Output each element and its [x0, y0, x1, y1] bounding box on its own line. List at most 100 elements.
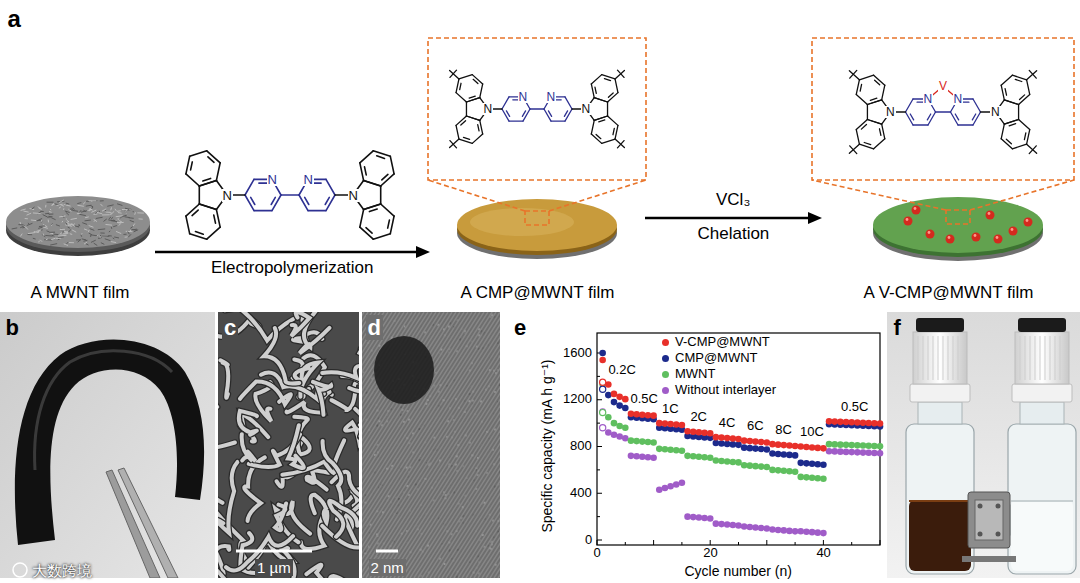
chemical-bond — [1004, 119, 1018, 124]
nanotube-strand — [110, 213, 112, 215]
nanotube-strand — [60, 233, 62, 234]
chemical-bond — [326, 195, 335, 211]
data-point — [837, 441, 844, 448]
liquid-surface — [909, 500, 971, 502]
nanotube-strand — [78, 225, 80, 227]
nanotube-strand — [137, 212, 144, 213]
data-point — [645, 454, 652, 461]
x-tick — [738, 542, 739, 545]
nanotube-strand — [20, 234, 22, 237]
data-point — [718, 458, 725, 465]
nanotube-shadow — [306, 565, 348, 578]
chemical-bond — [1004, 100, 1018, 105]
nanotube-strand — [118, 218, 119, 220]
scale-bar-label: 2 nm — [369, 559, 406, 576]
chemical-bond — [913, 124, 928, 125]
chemical-bond — [850, 70, 857, 78]
nanotube-strand — [83, 202, 85, 204]
nanotube-strand — [42, 235, 45, 237]
chemical-bond — [364, 204, 381, 210]
data-point — [684, 428, 691, 435]
nanotube-strand — [50, 233, 54, 234]
electrolyte — [909, 500, 971, 571]
nanotube-strand — [109, 231, 110, 232]
data-point — [622, 425, 629, 432]
nanotube-strand — [85, 216, 89, 218]
nanotube-shadow — [329, 501, 357, 537]
data-point — [662, 420, 669, 427]
data-point — [860, 419, 867, 426]
black-cap — [916, 318, 964, 332]
data-point — [752, 438, 759, 445]
photo-background — [0, 312, 215, 578]
data-point — [797, 460, 804, 467]
lattice-fringe — [490, 312, 500, 578]
chemical-bond — [973, 99, 981, 112]
film-caption: A V-CMP@MWNT film — [864, 283, 1034, 305]
vanadium-dot — [972, 233, 981, 242]
data-point — [848, 419, 855, 426]
chemical-bond — [208, 157, 214, 162]
data-point — [605, 429, 612, 436]
chemical-bond — [856, 130, 859, 145]
data-point — [701, 454, 708, 461]
v-cmp-film — [873, 197, 1043, 253]
nanotube-strand — [25, 218, 28, 219]
black-cap — [1018, 318, 1066, 332]
chemical-bond — [450, 141, 457, 148]
chemical-bond — [377, 156, 385, 159]
chemical-bond — [463, 137, 469, 139]
x-tick — [653, 540, 654, 545]
chemical-bond — [867, 119, 881, 124]
nanotube-strand — [47, 231, 50, 232]
nanotube-shadow — [218, 462, 237, 533]
chemical-bond — [1001, 124, 1004, 139]
nanotube-strand — [37, 218, 42, 220]
data-point — [679, 422, 686, 429]
data-point — [786, 528, 793, 535]
nanotube-strand — [65, 231, 68, 232]
nanotube-shadow — [291, 312, 309, 336]
nanotube-strand — [46, 238, 48, 240]
white-cap — [1015, 332, 1069, 384]
film-node: A CMP@MWNT film — [430, 192, 645, 305]
nanotube-strand — [39, 225, 45, 227]
lattice-fringe — [494, 312, 500, 578]
chemical-bond — [1024, 133, 1025, 140]
data-point — [871, 420, 878, 427]
data-point — [758, 525, 765, 532]
nanotube-strand — [45, 205, 46, 208]
y-tick — [597, 516, 600, 517]
data-point — [645, 412, 652, 419]
lattice-fringe — [486, 312, 500, 578]
chemical-bond — [382, 174, 388, 179]
data-point — [667, 483, 674, 490]
axis-tick-label: 400 — [570, 486, 592, 501]
nanotube-strand — [56, 238, 62, 239]
nanotube-strand — [139, 218, 143, 219]
data-point — [877, 420, 884, 427]
data-point — [843, 449, 850, 456]
axis-title: Specific capacity (mA h g⁻¹) — [538, 359, 554, 532]
data-point — [837, 419, 844, 426]
sem-image — [218, 312, 359, 578]
data-point — [775, 527, 782, 534]
nanotube-strand — [58, 235, 66, 237]
nanotube-strand — [91, 207, 93, 209]
nanotube-strand — [102, 236, 110, 237]
film-caption: A CMP@MWNT film — [461, 283, 615, 305]
legend-text: MWNT — [675, 367, 715, 382]
atom-label: N — [483, 103, 494, 115]
atom-label: N — [222, 189, 233, 202]
nanotube-strand — [111, 217, 113, 219]
data-point — [656, 446, 663, 453]
chemical-bond — [856, 94, 867, 104]
chemical-bond — [928, 112, 936, 125]
dot-highlight — [996, 236, 999, 239]
clamp-bolt — [996, 504, 1001, 509]
nanotube-strand — [130, 220, 134, 222]
dot-highlight — [1011, 228, 1014, 231]
cap-rib — [923, 336, 924, 380]
chemical-bond — [199, 180, 216, 186]
data-point — [764, 525, 771, 532]
